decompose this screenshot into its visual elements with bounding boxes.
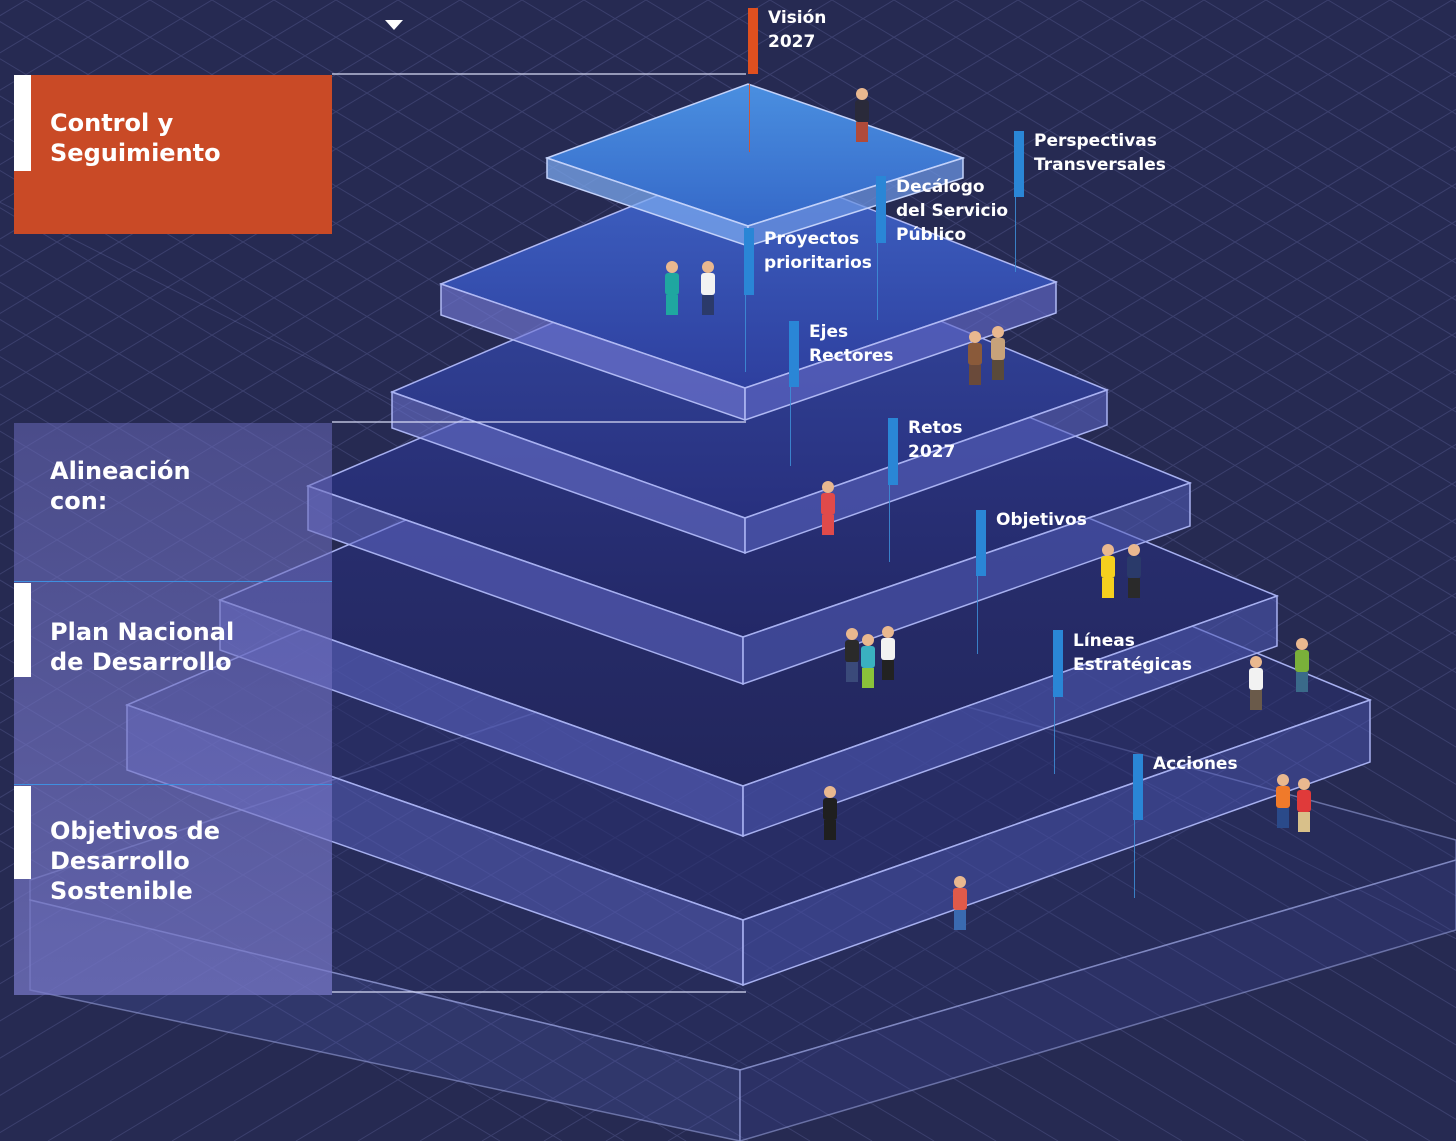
person-figure (1127, 544, 1141, 598)
level-marker-9 (1133, 754, 1143, 820)
level-label-4[interactable]: Proyectos prioritarios (764, 229, 872, 273)
level-stem-1 (749, 84, 750, 152)
level-stem-6 (889, 485, 890, 562)
person-figure (991, 326, 1005, 380)
person-figure (881, 626, 895, 680)
person-figure (1101, 544, 1115, 598)
control-label: Control y Seguimiento (50, 109, 221, 167)
person-figure (1297, 778, 1311, 832)
control-accent-bar (14, 75, 31, 171)
person-figure (1295, 638, 1309, 692)
people-figures (665, 88, 1311, 930)
level-marker-1 (748, 8, 758, 74)
divider-plan (14, 581, 332, 582)
control-panel (14, 75, 332, 234)
level-marker-6 (888, 418, 898, 485)
level-marker-3 (876, 176, 886, 243)
plan-accent-bar (14, 583, 31, 677)
level-label-2[interactable]: Perspectivas Transversales (1034, 131, 1166, 175)
slab-level-1 (544, 83, 966, 248)
level-label-1[interactable]: Visión 2027 (768, 8, 827, 52)
person-figure (665, 261, 679, 315)
person-figure (855, 88, 869, 142)
person-figure (1249, 656, 1263, 710)
level-stem-8 (1054, 697, 1055, 774)
alignment-label: Alineación con: (50, 457, 191, 515)
level-stem-4 (745, 295, 746, 372)
level-stem-7 (977, 576, 978, 654)
level-marker-7 (976, 510, 986, 576)
plan-nacional-label[interactable]: Plan Nacional de Desarrollo (50, 618, 235, 676)
level-stem-3 (877, 243, 878, 320)
level-marker-5 (789, 321, 799, 387)
level-label-7[interactable]: Objetivos (996, 510, 1087, 530)
person-figure (823, 786, 837, 840)
ods-label[interactable]: Objetivos de Desarrollo Sostenible (50, 817, 221, 905)
level-marker-8 (1053, 630, 1063, 697)
level-label-8[interactable]: Líneas Estratégicas (1073, 631, 1193, 675)
person-figure (1276, 774, 1290, 828)
level-label-9[interactable]: Acciones (1153, 754, 1238, 774)
person-figure (821, 481, 835, 535)
level-stem-5 (790, 387, 791, 466)
level-marker-4 (744, 228, 754, 295)
person-figure (968, 331, 982, 385)
level-label-3[interactable]: Decálogo del Servicio Público (896, 177, 1009, 245)
person-figure (845, 628, 859, 682)
person-figure (701, 261, 715, 315)
level-marker-2 (1014, 131, 1024, 197)
dropdown-triangle-icon[interactable] (385, 20, 403, 30)
level-stem-9 (1134, 820, 1135, 898)
level-stem-2 (1015, 197, 1016, 272)
person-figure (861, 634, 875, 688)
alignment-panel (14, 423, 332, 995)
level-label-6[interactable]: Retos 2027 (908, 418, 963, 462)
ods-accent-bar (14, 786, 31, 879)
divider-ods (14, 784, 332, 785)
person-figure (953, 876, 967, 930)
level-label-5[interactable]: Ejes Rectores (809, 322, 894, 366)
connector-lines (332, 73, 746, 993)
